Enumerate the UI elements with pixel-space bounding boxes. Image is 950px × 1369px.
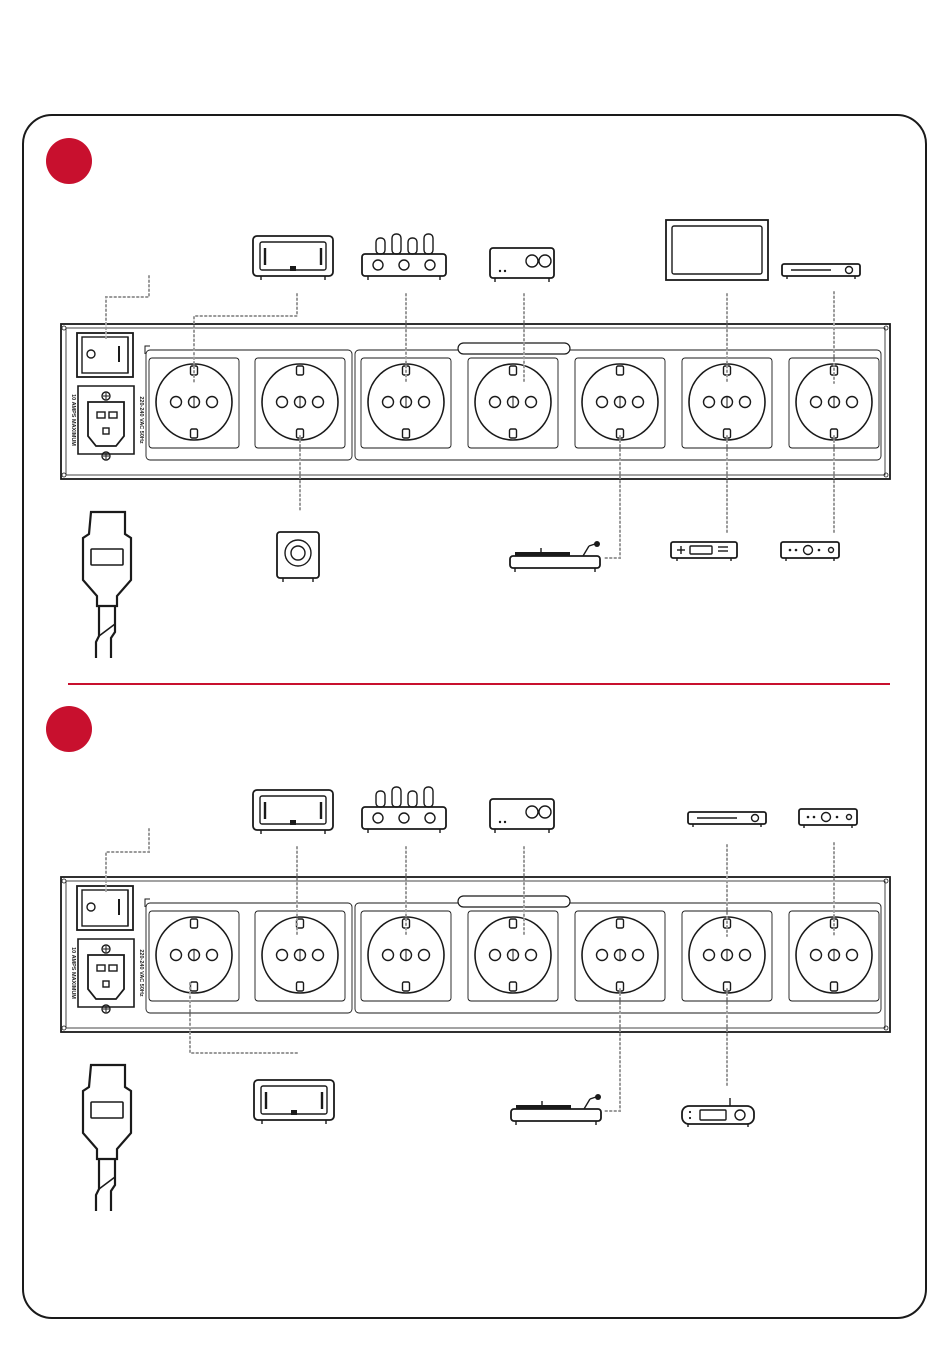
av-receiver-icon [782,264,860,279]
schuko-socket [255,358,345,448]
power-amplifier-icon [254,1080,334,1124]
amps-rating-text: 10 AMPS MAXIMUM [70,394,76,446]
switch-off-icon [87,350,95,358]
schuko-socket [468,358,558,448]
power-plug-icon [83,512,131,658]
subwoofer-icon [277,532,319,582]
screw-icon [62,1026,66,1030]
dac-icon [490,799,554,833]
panel-1: 220-240 VAC 50Hz 10 AMPS MAXIMUM [61,220,890,658]
dac-icon [490,248,554,282]
schuko-socket [575,911,665,1001]
power-strip: 220-240 VAC 50Hz 10 AMPS MAXIMUM [61,324,890,479]
power-switch [77,886,133,930]
schuko-socket [682,911,772,1001]
schuko-socket [789,358,879,448]
power-amplifier-icon [253,790,333,834]
television-icon [666,220,768,280]
headphone-amplifier-icon [781,542,839,561]
label-slot [458,896,570,907]
connector-line [604,436,620,558]
connector-line [106,276,149,340]
screw-icon [62,326,66,330]
connector-line [106,829,149,893]
turntable-icon [510,541,600,572]
tube-amplifier-icon [362,234,446,280]
voltage-rating-text: 220-240 VAC 50Hz [138,396,144,444]
power-amplifier-icon [253,236,333,280]
av-receiver-icon [688,812,766,827]
schuko-socket [575,358,665,448]
power-switch [77,333,133,377]
voltage-rating-text: 220-240 VAC 50Hz [138,949,144,997]
schuko-socket [149,911,239,1001]
connector-line [190,983,297,1053]
amps-rating-text: 10 AMPS MAXIMUM [70,947,76,999]
turntable-icon [511,1094,601,1125]
power-strip: 220-240 VAC 50Hz 10 AMPS MAXIMUM [61,877,890,1032]
schuko-socket [468,911,558,1001]
tube-amplifier-icon [362,787,446,833]
headphone-amplifier-icon [799,809,857,828]
label-slot [458,343,570,354]
cd-player-icon [671,542,737,561]
power-plug-icon [83,1065,131,1211]
schuko-socket [255,911,345,1001]
socket-group-1 [146,903,352,1013]
network-streamer-icon [682,1098,754,1127]
screw-icon [62,473,66,477]
connector-line [604,989,620,1111]
switch-off-icon [87,903,95,911]
socket-group-1 [146,350,352,460]
panel-2: 220-240 VAC 50Hz 10 AMPS MAXIMUM [61,787,890,1211]
screw-icon [62,879,66,883]
